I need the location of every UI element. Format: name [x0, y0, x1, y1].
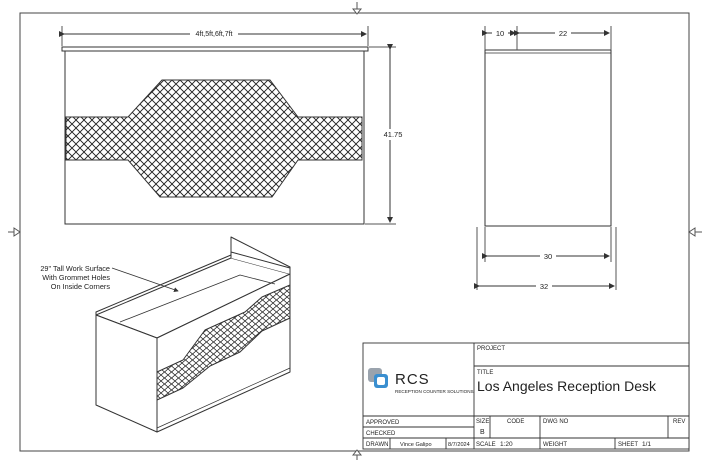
drawn-label: DRAWN — [366, 442, 388, 448]
code-label: CODE — [507, 419, 524, 425]
callout-line-3: On Inside Corners — [51, 282, 111, 291]
iso-mesh-panel — [156, 284, 291, 401]
center-mark-top — [351, 2, 363, 15]
front-height-dim: 41.75 — [384, 130, 403, 139]
drawn-by: Vince Galipo — [400, 442, 432, 448]
project-label: PROJECT — [477, 346, 505, 352]
callout-line-1: 29" Tall Work Surface — [40, 264, 110, 273]
callout: 29" Tall Work Surface With Grommet Holes… — [40, 264, 179, 292]
title-block — [362, 342, 690, 450]
logo-text: RCS — [395, 371, 430, 388]
rev-label: REV — [673, 419, 685, 425]
drawing-title: Los Angeles Reception Desk — [477, 378, 657, 394]
checked-label: CHECKED — [366, 431, 396, 437]
callout-line-2: With Grommet Holes — [42, 273, 110, 282]
side-bottom-inner-dim: 30 — [544, 252, 552, 261]
center-mark-left — [8, 227, 21, 237]
front-view: 4ft,5ft,6ft,7ft 41.75 — [59, 26, 404, 225]
weight-label: WEIGHT — [543, 442, 567, 448]
size-label: SIZE — [476, 419, 489, 425]
front-mesh-panel — [65, 79, 363, 198]
title-label: TITLE — [477, 370, 493, 376]
dwg-no-label: DWG NO — [543, 419, 569, 425]
side-panel — [484, 49, 612, 227]
drawn-date: 8/7/2024 — [448, 442, 470, 448]
front-top-edge — [61, 46, 369, 52]
front-width-dim: 4ft,5ft,6ft,7ft — [196, 31, 233, 38]
scale-value: 1:20 — [500, 441, 513, 448]
side-top-left-dim: 10 — [496, 29, 504, 38]
approved-label: APPROVED — [366, 420, 400, 426]
center-mark-right — [688, 227, 702, 237]
sheet-label: SHEET — [618, 442, 638, 448]
logo-tagline: RECEPTION COUNTER SOLUTIONS — [395, 389, 474, 394]
callout-leader — [111, 267, 179, 292]
center-mark-bottom — [351, 449, 363, 460]
size-value: B — [480, 429, 485, 436]
side-top-right-dim: 22 — [559, 29, 567, 38]
side-view: 10 22 30 32 — [474, 26, 617, 291]
isometric-view — [95, 236, 291, 433]
sheet-value: 1/1 — [642, 441, 651, 448]
rcs-logo: RCS RECEPTION COUNTER SOLUTIONS — [368, 368, 474, 394]
scale-label: SCALE — [476, 442, 496, 448]
side-bottom-outer-dim: 32 — [540, 282, 548, 291]
